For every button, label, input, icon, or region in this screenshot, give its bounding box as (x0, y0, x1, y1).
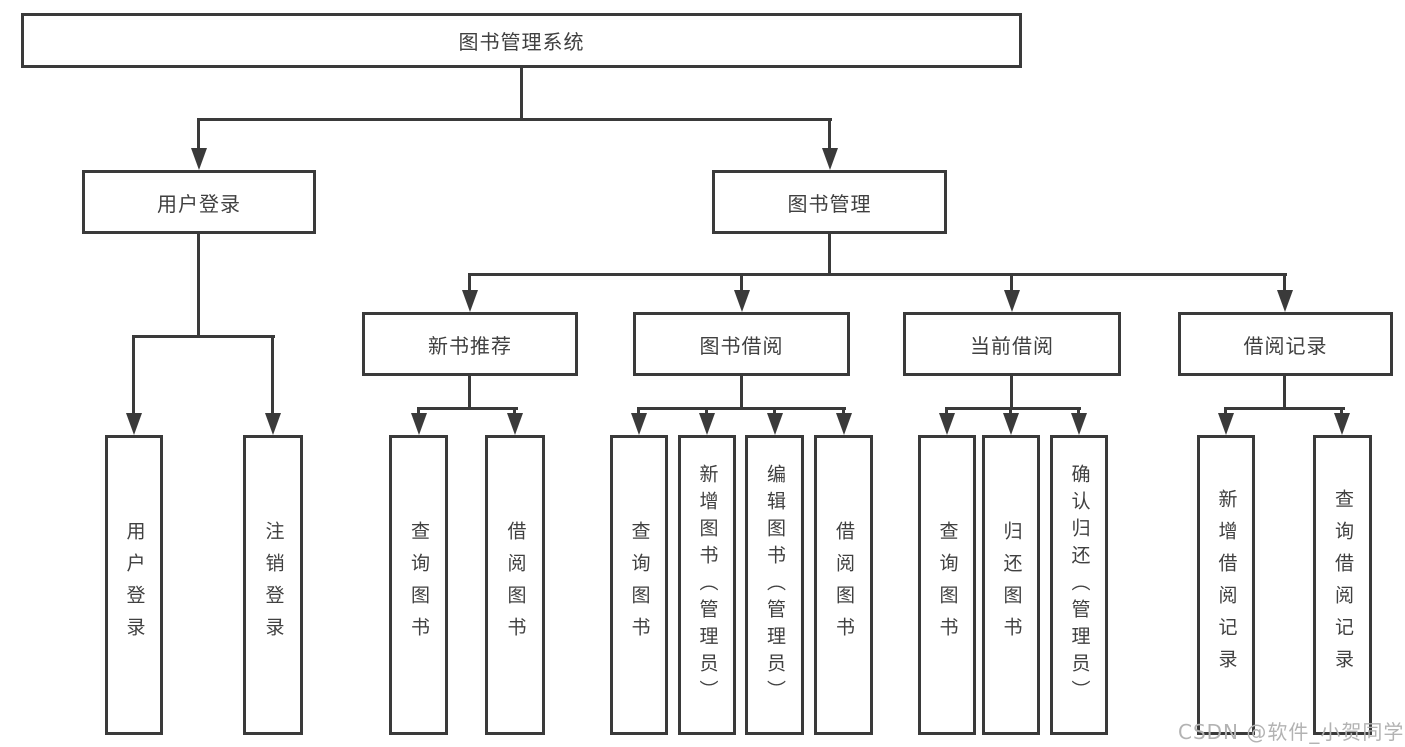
node-label: 新书推荐 (428, 333, 512, 358)
connector-to-user-login (197, 118, 200, 151)
leaf-return-book: 归还图书 (982, 435, 1040, 735)
arrow-down-icon (822, 148, 838, 170)
node-label: 图书管理 (787, 191, 872, 216)
arrow-down-icon (1277, 290, 1293, 312)
node-borrowing-records: 借阅记录 (1178, 312, 1393, 376)
connector-leaf (1340, 407, 1343, 417)
arrow-down-icon (631, 413, 647, 435)
connector-leaf (945, 407, 948, 417)
arrow-down-icon (126, 413, 142, 435)
connector-leaf (842, 407, 845, 417)
node-label: 注销登录 (262, 521, 285, 649)
connector-group4-splitter (945, 407, 1081, 410)
node-label: 图书借阅 (699, 333, 784, 358)
connector-level3-splitter (468, 273, 1287, 276)
node-book-management: 图书管理 (712, 170, 947, 234)
node-label: 借阅图书 (504, 521, 527, 649)
connector-to-book-borrow (740, 273, 743, 293)
arrow-down-icon (1218, 413, 1234, 435)
watermark: CSDN @软件_小贺同学 (1178, 720, 1405, 744)
node-new-book-recommendation: 新书推荐 (362, 312, 578, 376)
connector-group4-stem (1010, 376, 1013, 410)
node-label: 查询图书 (408, 521, 430, 649)
connector-group3-splitter (637, 407, 846, 410)
arrow-down-icon (699, 413, 715, 435)
connector-group3-stem (740, 376, 743, 410)
node-label: 查询图书 (936, 521, 959, 649)
connector-to-leaf-logout (271, 335, 274, 416)
leaf-add-borrow-record: 新增借阅记录 (1197, 435, 1255, 735)
connector-leaf (773, 407, 776, 417)
leaf-query-borrow-record: 查询借阅记录 (1313, 435, 1372, 735)
leaf-query-books-borrow: 查询图书 (610, 435, 668, 735)
connector-group2-splitter (417, 407, 518, 410)
leaf-borrow-books: 借阅图书 (814, 435, 873, 735)
node-label: 借阅记录 (1243, 333, 1328, 358)
node-label: 编辑图书（管理员） (764, 463, 786, 707)
node-label: 用户登录 (123, 521, 146, 649)
leaf-confirm-return-admin: 确认归还（管理员） (1050, 435, 1108, 735)
arrow-down-icon (411, 413, 427, 435)
arrow-down-icon (1071, 413, 1087, 435)
connector-leaf (637, 407, 640, 417)
arrow-down-icon (1004, 290, 1020, 312)
node-label: 借阅图书 (833, 521, 855, 649)
connector-to-leaf-user-login (132, 335, 135, 416)
node-label: 当前借阅 (970, 333, 1054, 358)
connector-group5-stem (1283, 376, 1286, 410)
arrow-down-icon (734, 290, 750, 312)
node-label: 查询图书 (628, 521, 651, 649)
connector-leaf (1224, 407, 1227, 417)
connector-leaf (513, 407, 516, 417)
arrow-down-icon (507, 413, 523, 435)
node-label: 归还图书 (1000, 521, 1023, 649)
leaf-query-books-recommend: 查询图书 (389, 435, 448, 735)
node-label: 查询借阅记录 (1332, 489, 1354, 681)
node-book-borrowing: 图书借阅 (633, 312, 850, 376)
arrow-down-icon (836, 413, 852, 435)
leaf-borrow-books-recommend: 借阅图书 (485, 435, 545, 735)
connector-to-current-borrow (1010, 273, 1013, 293)
arrow-down-icon (1334, 413, 1350, 435)
connector-level1-splitter (197, 118, 832, 121)
arrow-down-icon (265, 413, 281, 435)
leaf-logout: 注销登录 (243, 435, 303, 735)
connector-to-book-management (828, 118, 831, 151)
connector-leaf (1009, 407, 1012, 417)
arrow-down-icon (767, 413, 783, 435)
connector-leaf (1077, 407, 1080, 417)
node-user-login: 用户登录 (82, 170, 316, 234)
arrow-down-icon (1003, 413, 1019, 435)
node-label: 新增借阅记录 (1215, 489, 1238, 681)
node-current-borrowing: 当前借阅 (903, 312, 1121, 376)
node-label: 确认归还（管理员） (1068, 463, 1091, 707)
node-label: 新增图书（管理员） (696, 463, 719, 707)
connector-root-stem (520, 68, 523, 120)
arrow-down-icon (191, 148, 207, 170)
leaf-query-books-current: 查询图书 (918, 435, 976, 735)
connector-book-management-stem (828, 234, 831, 276)
node-library-management-system: 图书管理系统 (21, 13, 1022, 68)
node-label: 图书管理系统 (458, 30, 585, 54)
connector-user-login-splitter (132, 335, 275, 338)
connector-group5-splitter (1224, 407, 1345, 410)
connector-group2-stem (468, 376, 471, 410)
leaf-add-book-admin: 新增图书（管理员） (678, 435, 736, 735)
connector-to-new-book-recommend (468, 273, 471, 293)
leaf-user-login: 用户登录 (105, 435, 163, 735)
connector-to-borrow-records (1283, 273, 1286, 293)
connector-leaf (705, 407, 708, 417)
leaf-edit-book-admin: 编辑图书（管理员） (745, 435, 804, 735)
connector-user-login-stem (197, 234, 200, 338)
connector-leaf (417, 407, 420, 417)
arrow-down-icon (462, 290, 478, 312)
arrow-down-icon (939, 413, 955, 435)
node-label: 用户登录 (157, 191, 241, 216)
